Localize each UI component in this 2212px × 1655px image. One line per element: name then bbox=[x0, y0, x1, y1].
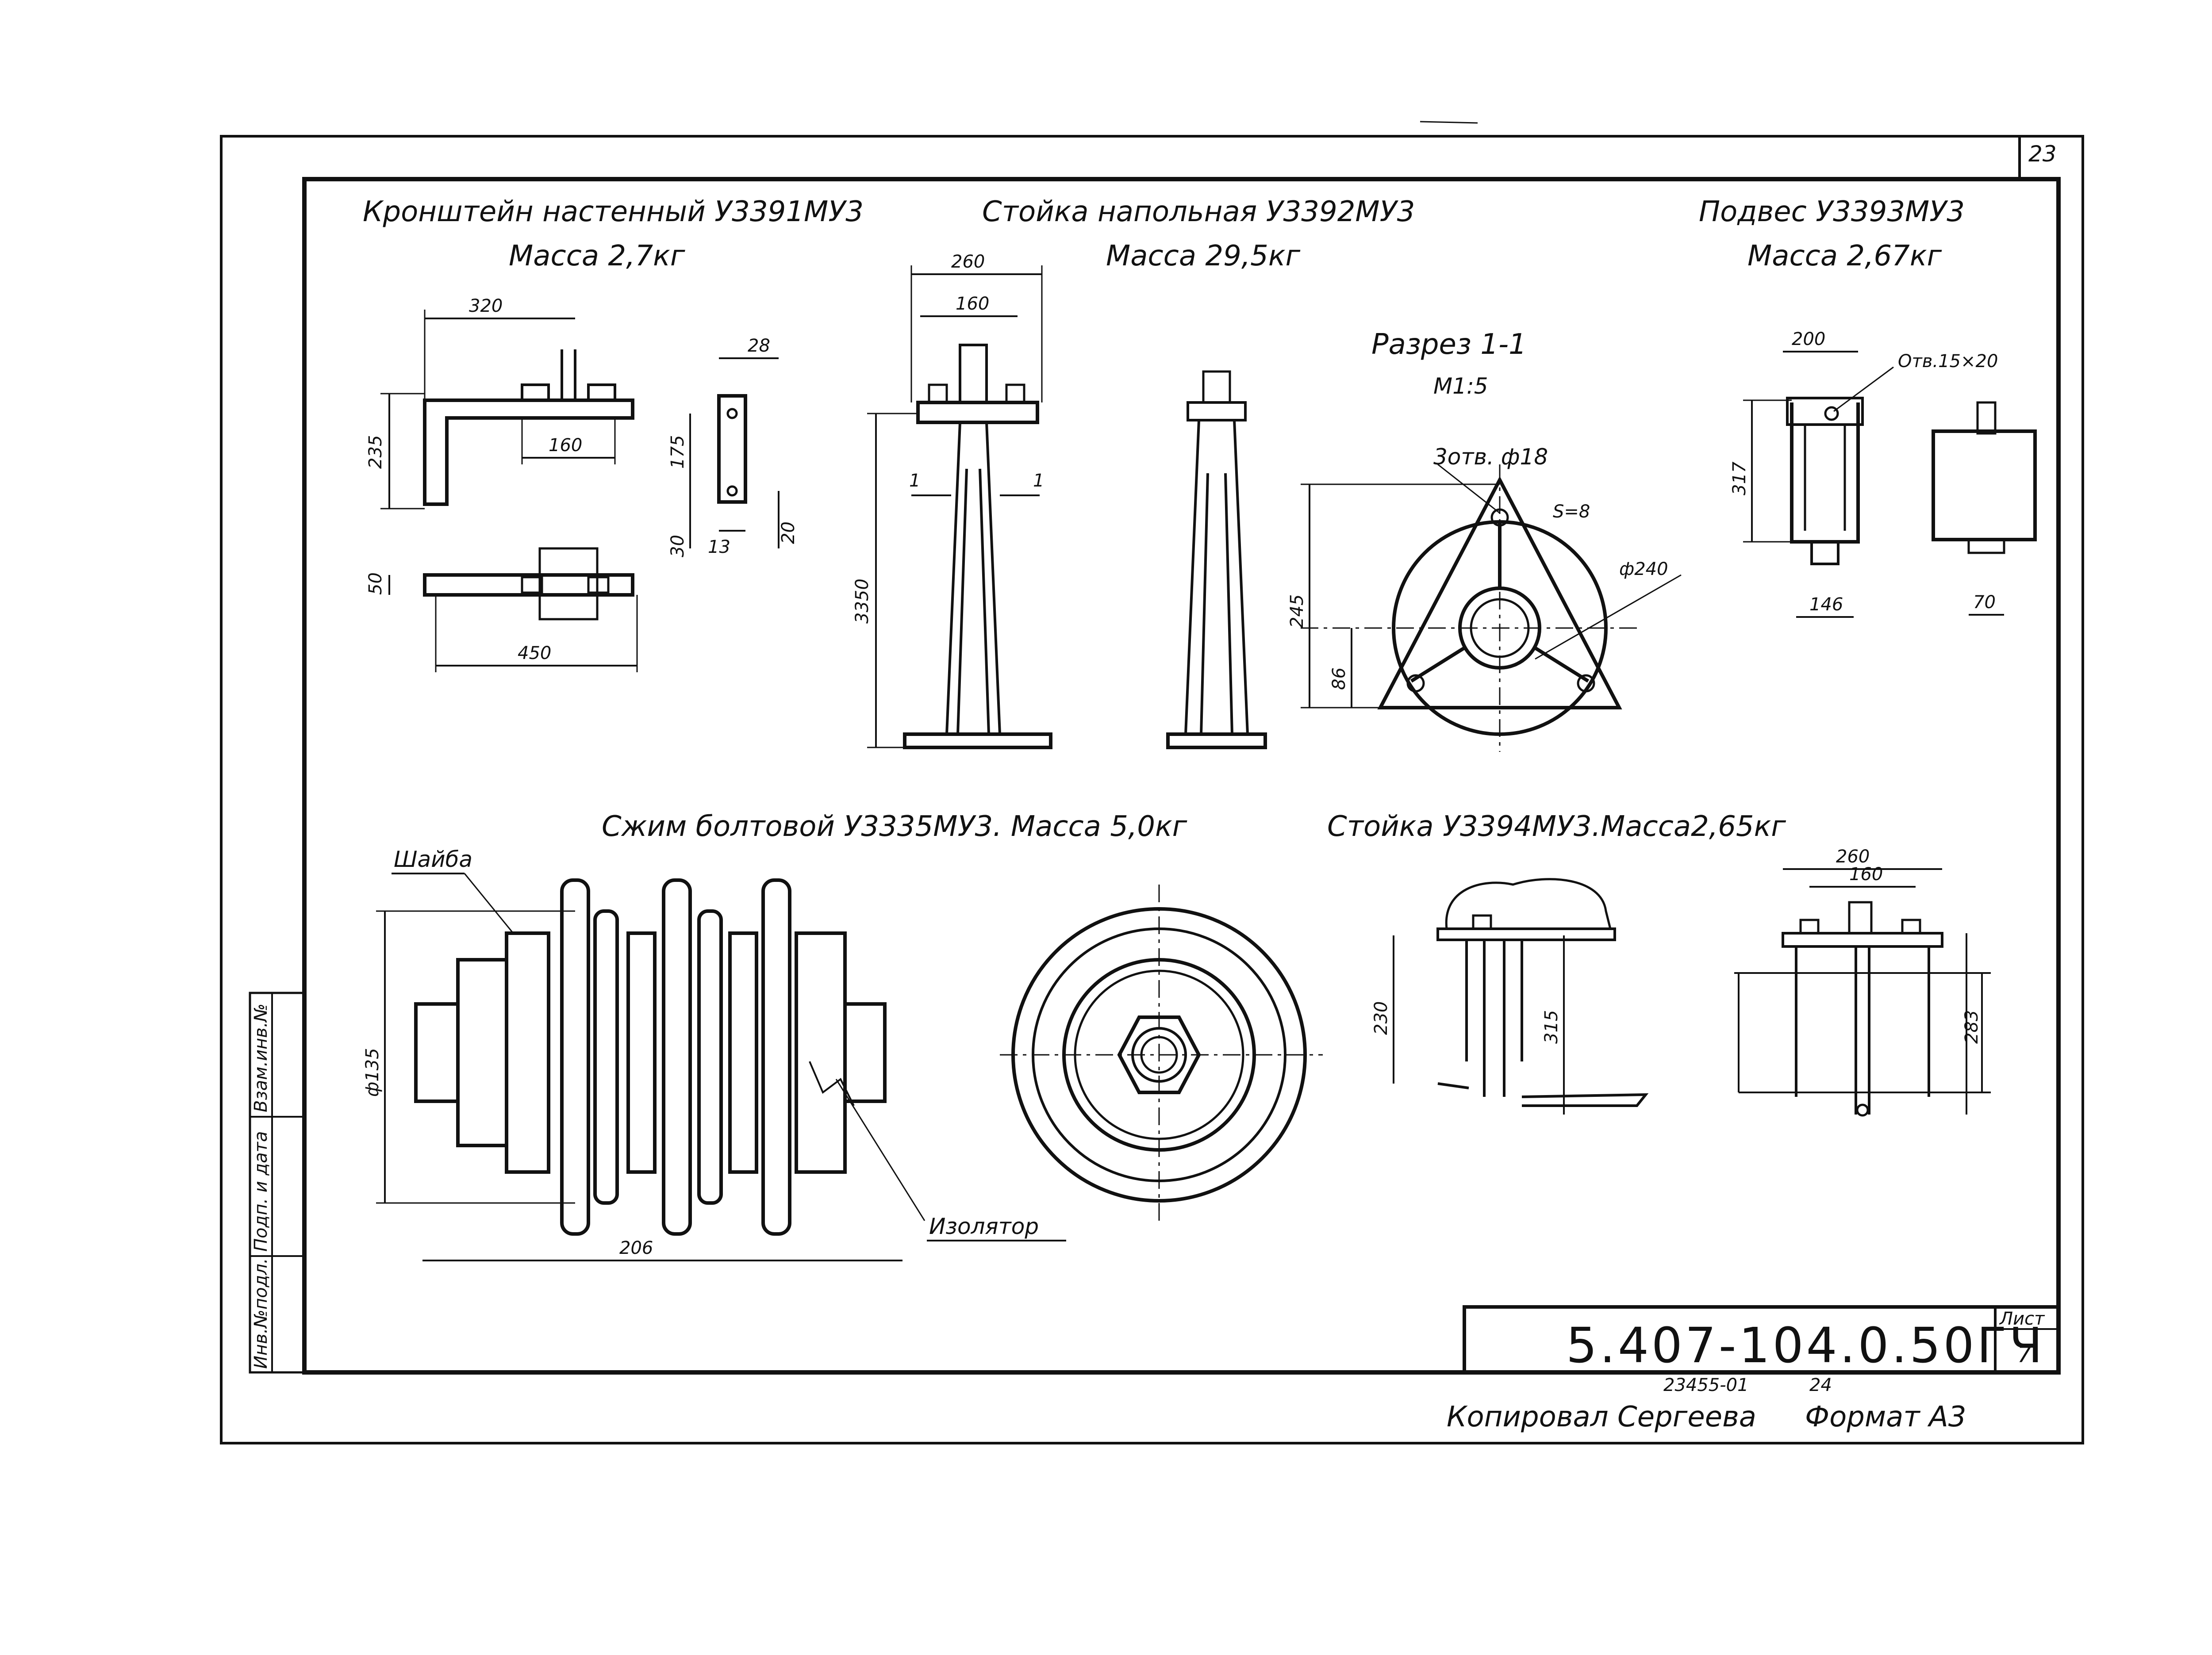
cut-mark-right: 1 bbox=[1033, 471, 1044, 491]
section-scale: М1:5 bbox=[1433, 373, 1488, 399]
small-stand-dim-315: 315 bbox=[1541, 1010, 1562, 1044]
corner-number-box: 23 bbox=[2018, 136, 2057, 179]
hanger-dim-317: 317 bbox=[1729, 461, 1750, 495]
clamp-drawing: Сжим болтовой У3335МУ3. Масса 5,0кг Шайб… bbox=[362, 810, 1323, 1261]
floor-stand-dim-3350: 3350 bbox=[852, 578, 872, 624]
side-stamp: Инв.№подл. Подп. и дата Взам.инв.№ bbox=[249, 992, 306, 1374]
hanger-dim-146: 146 bbox=[1809, 594, 1843, 615]
section-holes: 3отв. ф18 bbox=[1433, 444, 1548, 470]
floor-stand-dim-160: 160 bbox=[956, 294, 989, 314]
bracket-dim-235: 235 bbox=[365, 435, 386, 469]
bracket-mass: Масса 2,7кг bbox=[509, 240, 685, 272]
clamp-dim-dia: ф135 bbox=[362, 1048, 383, 1097]
bracket-dim-175: 175 bbox=[668, 435, 688, 469]
section-thickness: S=8 bbox=[1553, 502, 1590, 522]
section-dim-245: 245 bbox=[1287, 594, 1307, 628]
copied-by: Копировал Сергеева bbox=[1447, 1401, 1756, 1433]
cut-mark-left: 1 bbox=[909, 471, 920, 491]
hanger-title: Подвес У3393МУ3 bbox=[1699, 195, 1965, 228]
sheet-number: 7 bbox=[2017, 1342, 2032, 1368]
floor-stand-drawing: Стойка напольная У3392МУ3 Масса 29,5кг 2… bbox=[852, 195, 1415, 749]
section-dim-86: 86 bbox=[1329, 667, 1349, 690]
small-stand-dim-160: 160 bbox=[1849, 864, 1883, 885]
clamp-title: Сжим болтовой У3335МУ3. Масса 5,0кг bbox=[602, 810, 1187, 843]
section-title: Разрез 1-1 bbox=[1371, 328, 1527, 361]
stamp-sign-date: Подп. и дата bbox=[251, 1131, 271, 1252]
small-stand-dim-283: 283 bbox=[1962, 1010, 1982, 1044]
bracket-dim-160: 160 bbox=[549, 435, 582, 456]
bracket-dim-450: 450 bbox=[518, 643, 551, 663]
section-drawing: Разрез 1-1 М1:5 3отв. ф18 S=8 ф240 245 8… bbox=[1287, 328, 1682, 752]
bracket-dim-13: 13 bbox=[708, 537, 730, 557]
small-stand-dim-230: 230 bbox=[1371, 1001, 1391, 1035]
bracket-dim-50: 50 bbox=[365, 572, 386, 595]
hanger-hole: Отв.15×20 bbox=[1898, 351, 1998, 372]
sheet-label: Лист bbox=[1999, 1309, 2045, 1329]
clamp-dim-206: 206 bbox=[619, 1238, 653, 1258]
floor-stand-mass: Масса 29,5кг bbox=[1106, 240, 1301, 272]
hanger-dim-200: 200 bbox=[1792, 329, 1825, 349]
hanger-dim-70: 70 bbox=[1973, 592, 1996, 613]
bracket-dim-30: 30 bbox=[668, 535, 688, 557]
clamp-insulator-label: Изолятор bbox=[929, 1214, 1039, 1239]
hanger-mass: Масса 2,67кг bbox=[1747, 240, 1942, 272]
bracket-dim-28: 28 bbox=[748, 336, 770, 356]
floor-stand-dim-260: 260 bbox=[951, 252, 985, 272]
small-stand-drawing: Стойка У3394МУ3.Масса2,65кг 230 315 260 … bbox=[1327, 810, 1991, 1117]
inner-frame bbox=[302, 177, 2061, 1375]
format-label: Формат А3 bbox=[1805, 1401, 1966, 1433]
bracket-dim-20: 20 bbox=[778, 521, 799, 544]
bracket-drawing: Кронштейн настенный У3391МУ3 Масса 2,7кг… bbox=[363, 195, 864, 672]
stamp-inventory: Инв.№подл. bbox=[251, 1258, 271, 1369]
title-block: 5.407-104.0.50ГЧ Лист 7 bbox=[1463, 1305, 2060, 1374]
small-stand-dim-260: 260 bbox=[1836, 847, 1870, 867]
bracket-dim-320: 320 bbox=[469, 296, 503, 316]
inventory-number: 23455-01 bbox=[1663, 1375, 1749, 1395]
section-diameter: ф240 bbox=[1619, 559, 1668, 579]
hanger-drawing: Подвес У3393МУ3 Масса 2,67кг 200 Отв.15×… bbox=[1699, 195, 2037, 618]
bracket-title: Кронштейн настенный У3391МУ3 bbox=[363, 195, 864, 228]
drawing-code: 5.407-104.0.50ГЧ bbox=[1566, 1317, 2045, 1374]
stamp-replace-inv: Взам.инв.№ bbox=[251, 1004, 271, 1112]
inventory-suffix: 24 bbox=[1809, 1375, 1832, 1395]
small-stand-title: Стойка У3394МУ3.Масса2,65кг bbox=[1327, 810, 1786, 843]
outer-frame bbox=[220, 121, 2084, 1444]
floor-stand-title: Стойка напольная У3392МУ3 bbox=[982, 195, 1415, 228]
corner-number: 23 bbox=[2028, 141, 2057, 167]
clamp-washer-label: Шайба bbox=[394, 847, 472, 872]
